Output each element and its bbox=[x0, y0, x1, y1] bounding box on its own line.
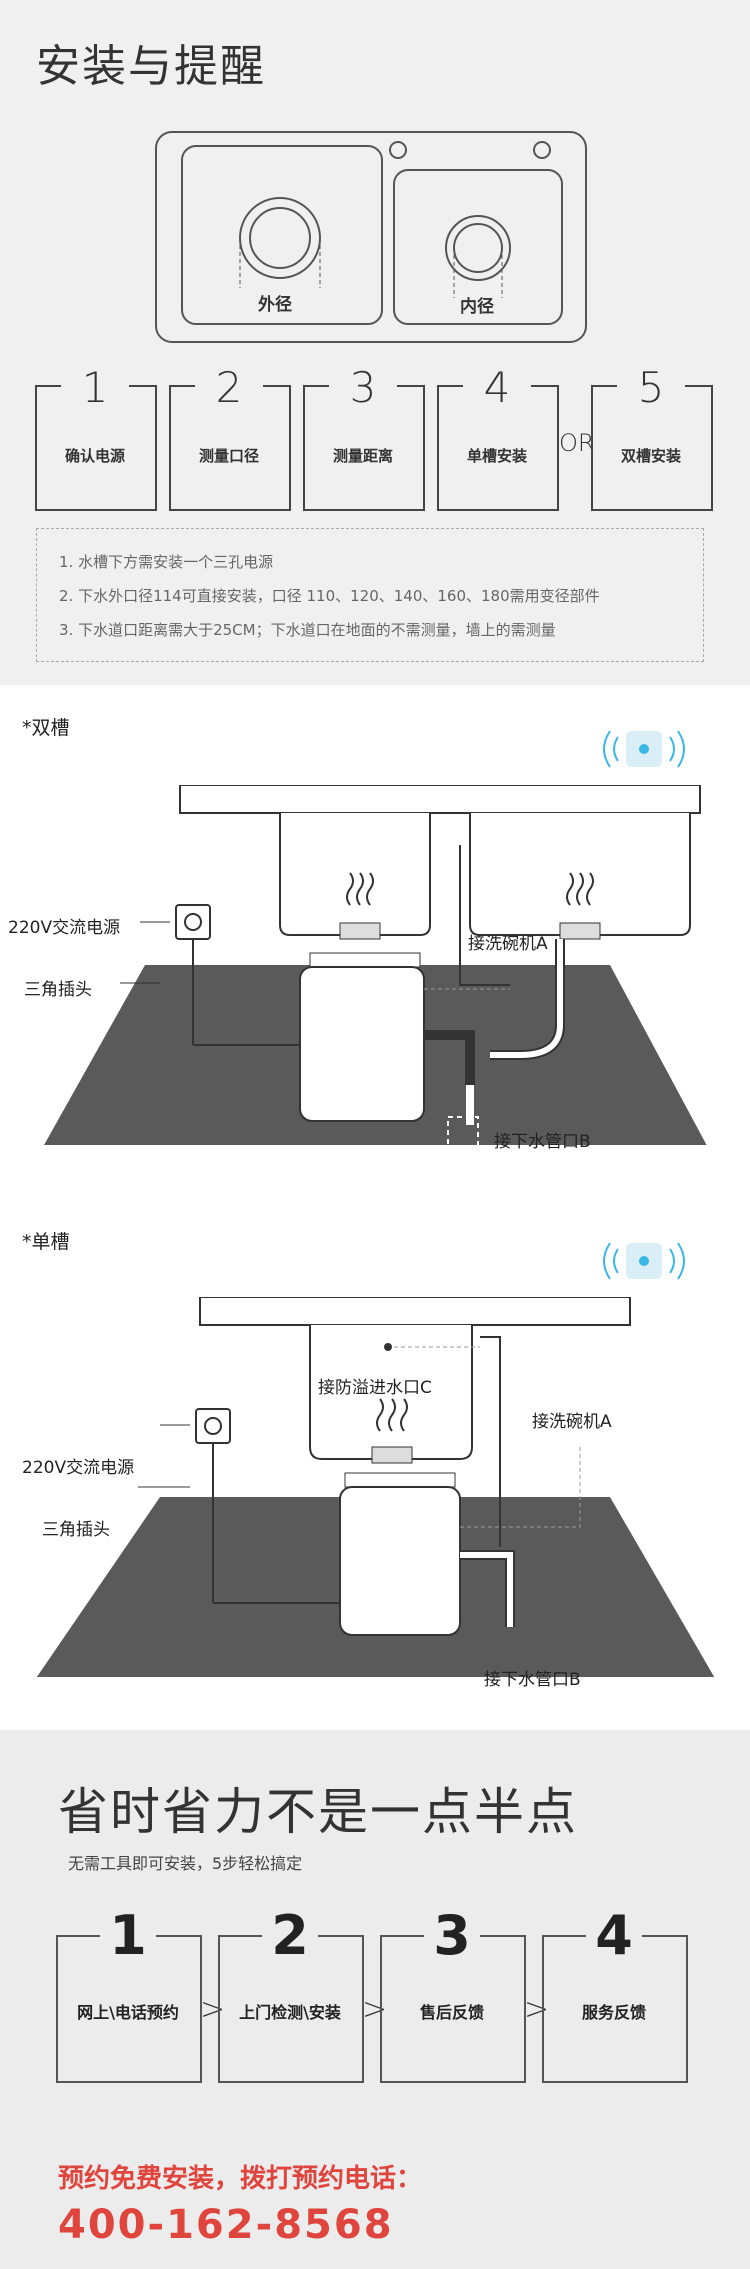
step-label: 上门检测\安装 bbox=[239, 2003, 341, 2022]
install-title: 安装与提醒 bbox=[36, 41, 266, 92]
single-drain-label: 接下水管口B bbox=[484, 1670, 581, 1690]
promo-text: 预约免费安装，拨打预约电话： bbox=[58, 2164, 423, 2194]
install-steps: 1 确认电源 2 测量口径 3 测量距离 4 单槽安装 OR 5 双槽安装 bbox=[35, 367, 715, 511]
single-power-label: 220V交流电源 bbox=[22, 1458, 135, 1478]
double-power-label: 220V交流电源 bbox=[8, 918, 121, 938]
install-step-1: 1 确认电源 bbox=[35, 367, 157, 511]
step-number: 4 bbox=[483, 363, 511, 412]
service-title: 省时省力不是一点半点 bbox=[58, 1783, 578, 1841]
step-number: 2 bbox=[271, 1904, 309, 1967]
step-number: 3 bbox=[433, 1904, 471, 1967]
step-number: 3 bbox=[349, 363, 377, 412]
install-step-3: 3 测量距离 bbox=[303, 367, 425, 511]
sink-top-diagram bbox=[155, 131, 587, 343]
service-step-1: 1 网上\电话预约 bbox=[56, 1909, 202, 2083]
install-step-4: 4 单槽安装 bbox=[437, 367, 559, 511]
service-section: 省时省力不是一点半点 无需工具即可安装，5步轻松搞定 1 网上\电话预约 > 2… bbox=[0, 1730, 750, 2269]
step-label: 单槽安装 bbox=[466, 447, 527, 465]
install-step-5: 5 双槽安装 bbox=[591, 367, 713, 511]
inner-diameter-label: 内径 bbox=[460, 297, 494, 317]
step-label: 双槽安装 bbox=[620, 447, 681, 465]
step-label: 售后反馈 bbox=[419, 2003, 484, 2022]
or-text: OR bbox=[559, 429, 595, 457]
install-step-2: 2 测量口径 bbox=[169, 367, 291, 511]
step-label: 测量距离 bbox=[332, 447, 393, 465]
step-arrow: > bbox=[524, 1992, 550, 2027]
phone-number[interactable]: 400-162-8568 bbox=[58, 2202, 394, 2248]
step-label: 服务反馈 bbox=[581, 2003, 646, 2022]
wifi-icon bbox=[603, 730, 685, 768]
double-dishwasher-label: 接洗碗机A bbox=[468, 934, 548, 954]
single-sink-caption: *单槽 bbox=[22, 1231, 70, 1253]
step-label: 确认电源 bbox=[64, 447, 125, 465]
single-sink-diagram bbox=[36, 1297, 715, 1677]
step-arrow: > bbox=[362, 1992, 388, 2027]
single-dishwasher-label: 接洗碗机A bbox=[532, 1412, 612, 1432]
double-sink-caption: *双槽 bbox=[22, 717, 70, 739]
step-number: 5 bbox=[637, 363, 665, 412]
service-step-4: 4 服务反馈 bbox=[542, 1909, 688, 2083]
step-arrow: > bbox=[200, 1992, 226, 2027]
double-drain-label: 接下水管口B bbox=[494, 1132, 591, 1152]
wifi-icon bbox=[603, 1242, 685, 1280]
single-plug-label: 三角插头 bbox=[42, 1520, 110, 1540]
note-2: 2. 下水外口径114可直接安装，口径 110、120、140、160、180需… bbox=[59, 587, 600, 605]
step-number: 4 bbox=[595, 1904, 633, 1967]
service-step-3: 3 售后反馈 bbox=[380, 1909, 526, 2083]
step-label: 网上\电话预约 bbox=[77, 2003, 179, 2022]
note-3: 3. 下水道口距离需大于25CM；下水道口在地面的不需测量，墙上的需测量 bbox=[59, 621, 556, 639]
outer-diameter-label: 外径 bbox=[258, 295, 292, 315]
service-step-2: 2 上门检测\安装 bbox=[218, 1909, 364, 2083]
double-plug-label: 三角插头 bbox=[24, 980, 92, 1000]
step-number: 1 bbox=[81, 363, 109, 412]
single-overflow-label: 接防溢进水口C bbox=[318, 1378, 432, 1398]
double-sink-diagram bbox=[44, 785, 707, 1145]
install-notes: 1. 水槽下方需安装一个三孔电源 2. 下水外口径114可直接安装，口径 110… bbox=[36, 528, 704, 662]
step-number: 2 bbox=[215, 363, 243, 412]
diagram-section: *双槽 220V交流电源 三角插头 bbox=[0, 685, 750, 1730]
install-section: 安装与提醒 外径 内径 1 确认电源 2 测量口径 3 测量距离 bbox=[0, 0, 750, 685]
note-1: 1. 水槽下方需安装一个三孔电源 bbox=[59, 553, 274, 571]
service-subtitle: 无需工具即可安装，5步轻松搞定 bbox=[68, 1854, 303, 1873]
step-label: 测量口径 bbox=[198, 447, 259, 465]
step-number: 1 bbox=[109, 1904, 147, 1967]
